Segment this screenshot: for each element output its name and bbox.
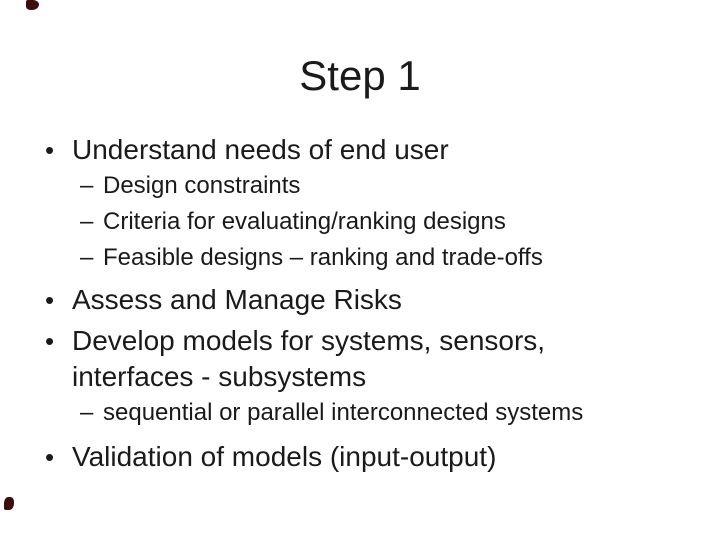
subbullet-text: Design constraints [103,172,301,199]
slide-body: • Understand needs of end user – Design … [0,132,720,475]
bullet-item-assess-risks: • Assess and Manage Risks [0,282,720,318]
bullet-text: Develop models for systems, sensors, int… [72,325,546,392]
subbullet-item-criteria: – Criteria for evaluating/ranking design… [0,204,720,240]
dash-bullet-icon: – [80,172,94,199]
dash-bullet-icon: – [80,208,94,235]
dash-bullet-icon: – [80,244,94,271]
bullet-item-develop-models: • Develop models for systems, sensors, i… [0,323,720,395]
bullet-text: Validation of models (input-output) [72,441,497,472]
subbullet-text: sequential or parallel interconnected sy… [103,399,584,426]
subbullet-text: Feasible designs – ranking and trade-off… [103,244,543,271]
dash-bullet-icon: – [80,399,94,426]
subbullet-text: Criteria for evaluating/ranking designs [103,208,506,235]
bullet-dot-icon: • [45,285,55,315]
bullet-item-understand-needs: • Understand needs of end user [0,132,720,168]
bullet-text: Assess and Manage Risks [72,284,402,315]
scan-artifact-top-left [26,0,39,10]
bullet-dot-icon: • [45,135,55,165]
bullet-text: Understand needs of end user [72,134,449,165]
bullet-item-validation: • Validation of models (input-output) [0,439,720,475]
bullet-dot-icon: • [45,326,55,356]
bullet-dot-icon: • [45,442,55,472]
subbullet-item-design-constraints: – Design constraints [0,168,720,204]
subbullet-item-feasible-designs: – Feasible designs – ranking and trade-o… [0,240,720,276]
scan-artifact-bottom-left [4,497,14,510]
slide-title: Step 1 [299,52,421,99]
subbullet-item-sequential-parallel: – sequential or parallel interconnected … [0,395,720,431]
